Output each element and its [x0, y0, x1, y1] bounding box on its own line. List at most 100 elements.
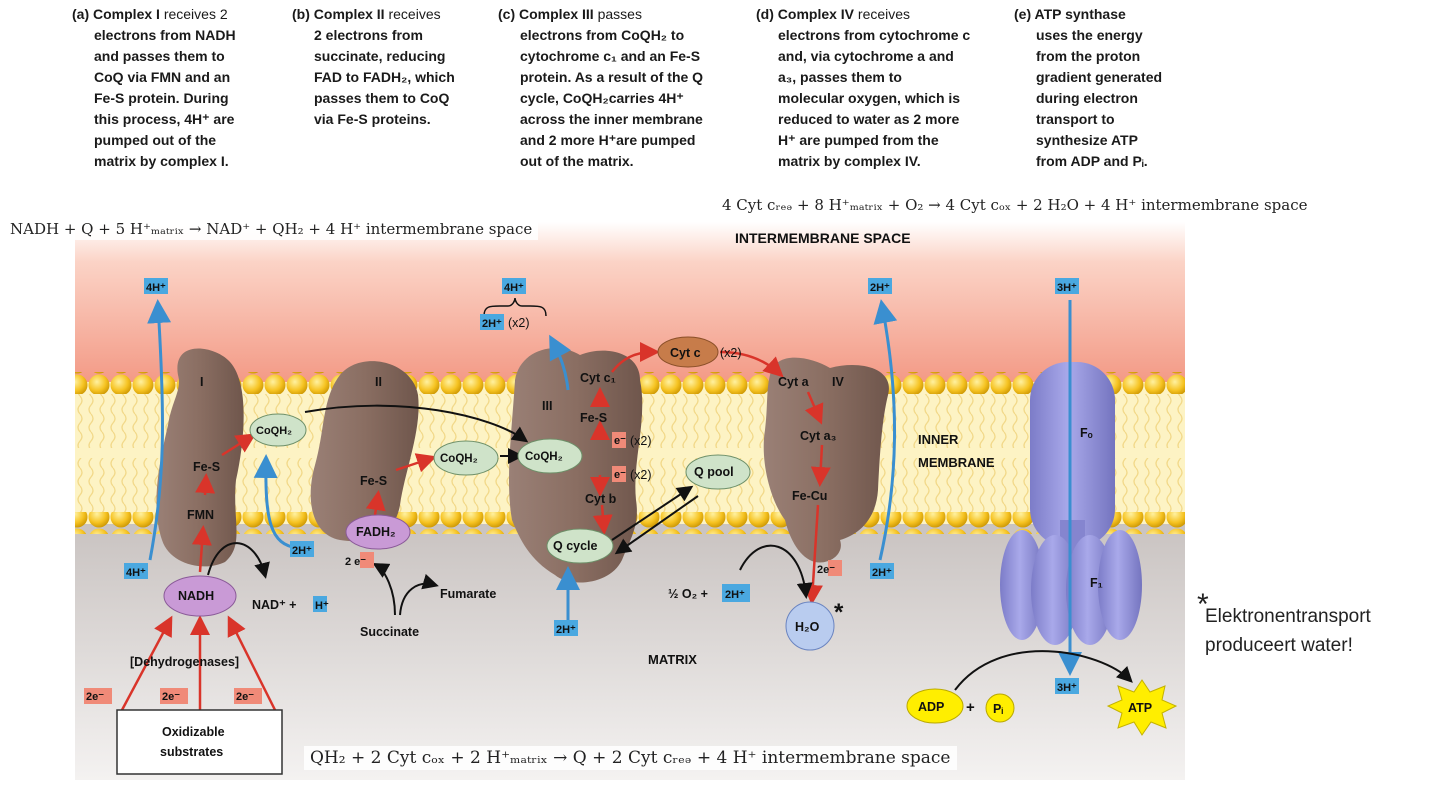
electron-mult-c3-b: (x2) [630, 468, 652, 482]
nadh-carrier [163, 575, 237, 617]
black-arrow-adp-atp [954, 650, 1133, 691]
qpool-label: Q pool [694, 465, 734, 479]
atp-synthase-f1-2 [1031, 535, 1079, 645]
fadh2-carrier [345, 514, 411, 550]
proton-label-2h-c3-bottom: 2H⁺ [556, 624, 576, 636]
dehydrogenases-label: [Dehydrogenases] [130, 655, 239, 669]
electron-arrow-cyta-cyta3 [804, 391, 824, 425]
f1-label: F₁ [1090, 576, 1103, 590]
proton-box-4h-c3 [502, 278, 526, 294]
electron-box-1 [84, 688, 112, 704]
electron-box-c3-b [612, 466, 626, 482]
atp-synthase-f1-1 [1000, 530, 1044, 640]
proton-label-4h-c3: 4H⁺ [504, 282, 524, 294]
coqh2-carrier-2 [433, 440, 499, 476]
electron-label-3: 2e⁻ [236, 691, 254, 703]
note-line-2: produceert water! [1205, 635, 1353, 656]
half-o2-label: ½ O₂ + [668, 587, 708, 601]
fes-label-2: Fe-S [360, 474, 387, 488]
cytc-label: Cyt c [670, 346, 701, 360]
brace-4h-c3 [483, 297, 547, 317]
coqh2-label-2: CoQH₂ [440, 453, 478, 465]
cytc1-label: Cyt c₁ [580, 371, 616, 385]
electron-box-succ [360, 552, 374, 568]
electron-arrow-cytb-qcycle [592, 504, 613, 535]
proton-box-2h-c4-bottom [870, 563, 894, 579]
complex-1 [156, 348, 244, 567]
cyta-label: Cyt a [778, 375, 810, 389]
adp-plus-label: + [966, 699, 975, 716]
proton-label-4h-top: 4H⁺ [146, 282, 166, 294]
atp-burst [1106, 679, 1178, 736]
proton-box-4h-bottom [124, 563, 148, 579]
electron-box-3 [234, 688, 262, 704]
region-inner-1: INNER [918, 432, 959, 447]
region-intermembrane: INTERMEMBRANE SPACE [735, 230, 911, 246]
cyta3-label: Cyt a₃ [800, 429, 837, 443]
complex-2-label: II [375, 375, 382, 389]
proton-box-4h-top [144, 278, 168, 294]
black-arrow-coq-c3 [304, 404, 529, 443]
proton-box-2h-o2 [722, 584, 750, 602]
fes-label-3: Fe-S [580, 411, 607, 425]
region-inner-2: MEMBRANE [918, 455, 995, 470]
proton-arrow-c4-out [873, 299, 898, 561]
proton-box-h-nad [313, 596, 327, 612]
fes-label-1: Fe-S [193, 460, 220, 474]
proton-label-3h-bottom: 3H⁺ [1057, 682, 1077, 694]
water-note: * Elektronentransport produceert water! [1197, 590, 1371, 660]
x2-c3-top-label: (x2) [508, 316, 530, 330]
qcycle-carrier [546, 528, 614, 564]
fo-label: Fₒ [1080, 426, 1093, 440]
electron-label-1: 2e⁻ [86, 691, 104, 703]
oxidizable-substrates-box [116, 709, 283, 775]
fadh2-label: FADH₂ [356, 525, 396, 539]
coqh2-carrier-3 [517, 438, 583, 474]
black-arrow-nadh-nad [207, 542, 270, 579]
nadh-label: NADH [178, 589, 214, 603]
oxidizable-label-2: substrates [160, 745, 223, 759]
caption-d: (d) Complex IV receives electrons from c… [756, 6, 971, 169]
note-star: * [1197, 588, 1209, 621]
atp-label: ATP [1128, 701, 1152, 715]
pi-molecule [985, 693, 1015, 723]
h2o-label: H₂O [795, 620, 820, 634]
electron-arrow-sub-1 [120, 615, 173, 711]
complex-4 [763, 357, 889, 563]
proton-box-2h-c3-bottom [554, 620, 578, 636]
cytb-label: Cyt b [585, 492, 617, 506]
caption-c: (c) Complex III passes electrons from Co… [498, 6, 704, 169]
oxidizable-label-1: Oxidizable [162, 725, 225, 739]
qpool-carrier [685, 454, 751, 490]
fumarate-label: Fumarate [440, 587, 496, 601]
proton-label-2h-o2: 2H⁺ [725, 589, 745, 601]
electron-mult-c3-a: (x2) [630, 434, 652, 448]
electron-arrow-fecu-water [802, 504, 823, 605]
electron-label-c3-b: e⁻ [614, 469, 626, 481]
proton-label-2h-c4-bottom: 2H⁺ [872, 567, 892, 579]
cytc-mult-label: (x2) [720, 346, 742, 360]
black-arrow-qcycle-qpool [611, 485, 694, 541]
electron-arrow-nadh-fmn [191, 525, 212, 573]
electron-arrow-cyta3-fecu [810, 444, 831, 487]
electron-arrow-cytc1-cytc [611, 342, 660, 373]
proton-label-2h-c3-top: 2H⁺ [482, 318, 502, 330]
equation-complex-3: QH₂ + 2 Cyt cₒₓ + 2 H⁺ₘₐₜᵣᵢₓ → Q + 2 Cyt… [304, 746, 957, 770]
proton-box-2h-c4-top [868, 278, 892, 294]
fmn-label: FMN [187, 508, 214, 522]
adp-label: ADP [918, 700, 944, 714]
proton-arrow-c3-out [549, 334, 572, 391]
caption-a: (a) Complex I receives 2 electrons from … [72, 6, 236, 169]
nad-plus-label: NAD⁺ + [252, 598, 296, 612]
electron-arrow-cytc-cyta [719, 350, 784, 378]
black-arrow-fumarate [399, 573, 439, 616]
proton-box-2h-c3-top [480, 314, 504, 330]
adp-molecule [906, 688, 964, 724]
electron-box-c4 [828, 560, 842, 576]
complex-1-label: I [200, 375, 203, 389]
caption-b: (b) Complex II receives 2 electrons from… [292, 6, 455, 127]
electron-box-2 [160, 688, 188, 704]
region-matrix: MATRIX [648, 652, 697, 667]
